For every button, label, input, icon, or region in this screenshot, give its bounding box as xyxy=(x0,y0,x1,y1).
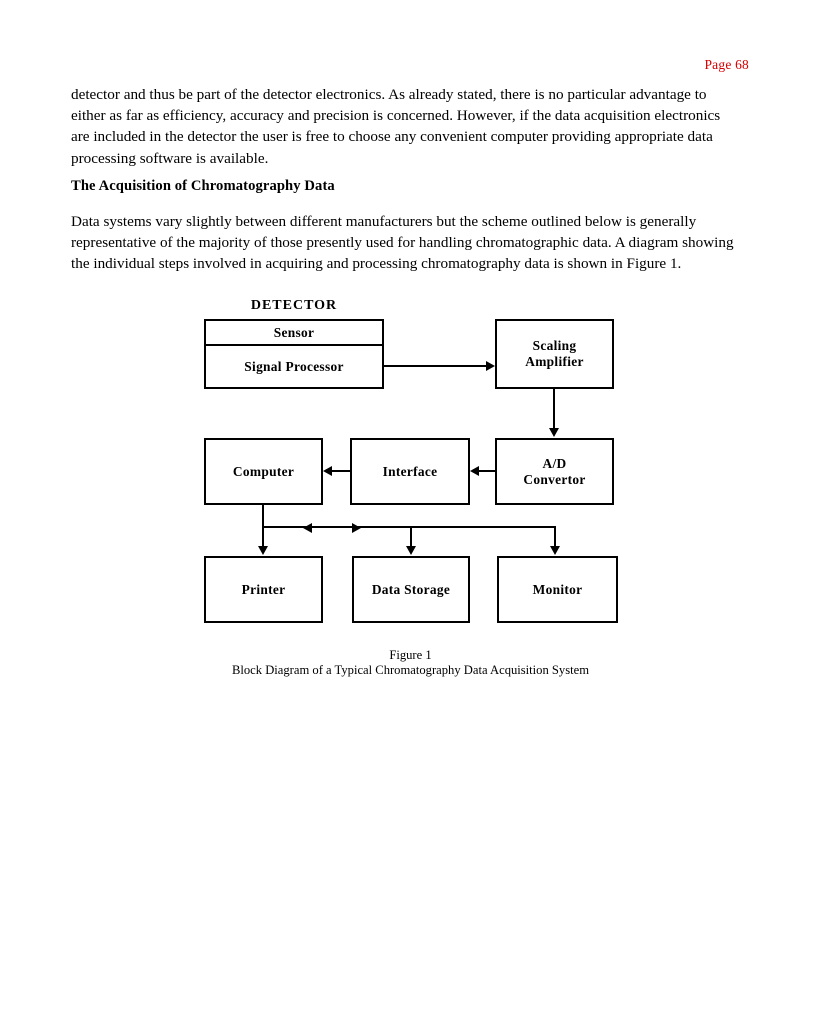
ad-convertor-label-line1: A/D xyxy=(542,455,567,471)
scaling-amplifier-label: Scaling Amplifier xyxy=(525,338,583,370)
ad-convertor-block: A/D Convertor xyxy=(495,438,614,505)
output-bus-line xyxy=(262,526,556,528)
arrowhead-into-data-storage xyxy=(406,546,416,555)
sensor-cell: Sensor xyxy=(206,321,382,346)
connector-computer-to-bus xyxy=(262,505,264,528)
arrowhead-into-interface xyxy=(470,466,479,476)
connector-bus-to-data-storage xyxy=(410,526,412,547)
computer-block: Computer xyxy=(204,438,323,505)
interface-block: Interface xyxy=(350,438,470,505)
figure-caption-title: Block Diagram of a Typical Chromatograph… xyxy=(231,663,590,677)
connector-detector-to-amplifier xyxy=(384,365,486,367)
arrowhead-bus-right xyxy=(352,523,361,533)
signal-processor-cell: Signal Processor xyxy=(244,358,344,374)
printer-block: Printer xyxy=(204,556,323,623)
arrowhead-into-monitor xyxy=(550,546,560,555)
figure-caption-number: Figure 1 xyxy=(389,648,432,662)
scaling-amplifier-label-line2: Amplifier xyxy=(525,354,584,369)
arrowhead-bus-left xyxy=(303,523,312,533)
connector-bus-to-monitor xyxy=(554,526,556,547)
paragraph-continuation: detector and thus be part of the detecto… xyxy=(71,86,721,167)
detector-group-label: DETECTOR xyxy=(250,298,338,313)
arrowhead-into-amplifier xyxy=(486,361,495,371)
data-storage-block: Data Storage xyxy=(352,556,470,623)
scaling-amplifier-block: Scaling Amplifier xyxy=(495,319,614,389)
section-heading: The Acquisition of Chromatography Data xyxy=(71,178,335,194)
connector-adc-to-interface xyxy=(479,470,495,472)
detector-block: Sensor Signal Processor xyxy=(204,319,384,389)
scaling-amplifier-label-line1: Scaling xyxy=(532,338,577,353)
ad-convertor-label: A/D Convertor xyxy=(523,456,585,488)
connector-amplifier-to-adc xyxy=(553,389,555,428)
page-number-header: Page 68 xyxy=(704,57,749,72)
monitor-block: Monitor xyxy=(497,556,618,623)
connector-interface-to-computer xyxy=(332,470,350,472)
arrowhead-into-printer xyxy=(258,546,268,555)
ad-convertor-label-line2: Convertor xyxy=(523,471,586,487)
paragraph-data-systems: Data systems vary slightly between diffe… xyxy=(71,213,734,273)
arrowhead-into-adc xyxy=(549,428,559,437)
connector-bus-to-printer xyxy=(262,526,264,547)
arrowhead-into-computer xyxy=(323,466,332,476)
